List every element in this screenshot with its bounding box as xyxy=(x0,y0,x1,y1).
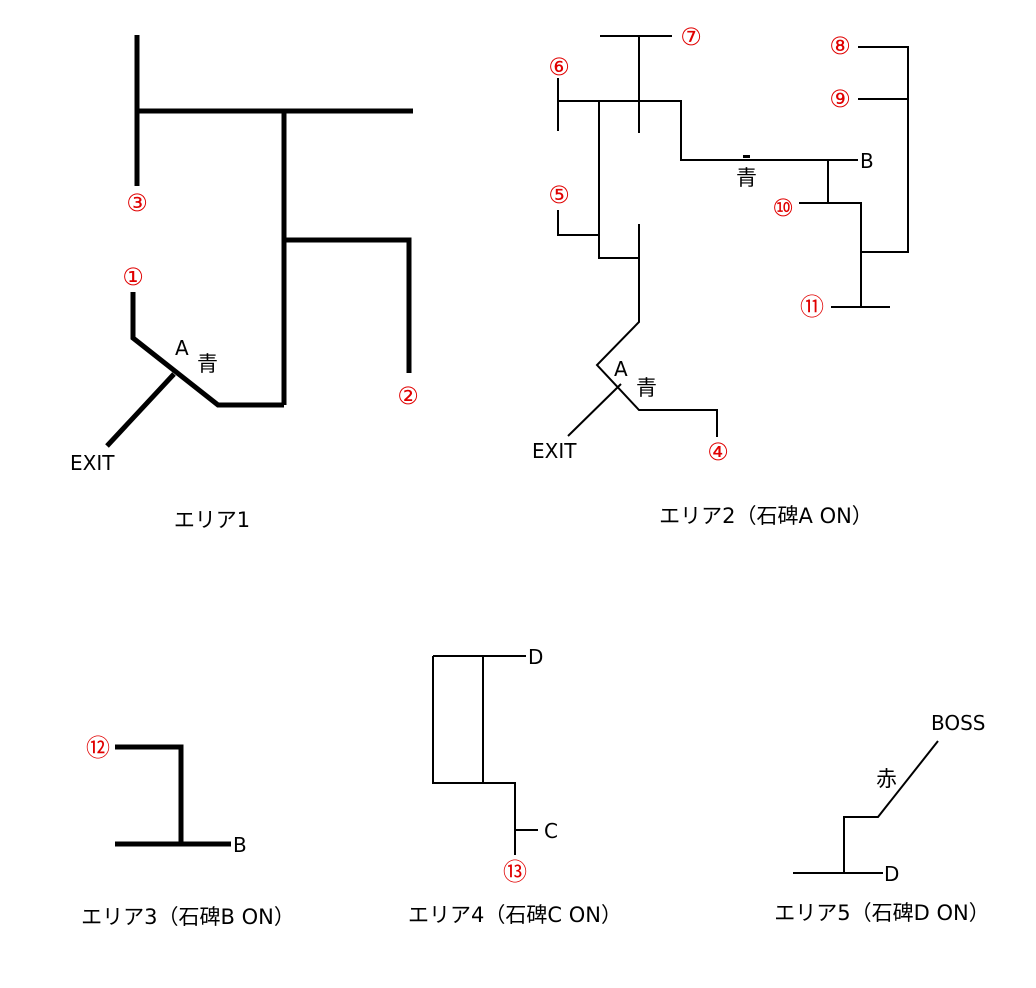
area2-caption: エリア2（石碑A ON） xyxy=(659,504,873,528)
area2-blue-b-label: 青 xyxy=(736,166,757,190)
area1-marker-3: ③ xyxy=(126,189,148,217)
area2-monument-a-label: A xyxy=(614,357,628,381)
area5-boss-label: BOSS xyxy=(931,711,986,735)
area4-corridors xyxy=(432,655,538,855)
area4-marker-13: ⑬ xyxy=(503,858,527,886)
area5-monument-d-label: D xyxy=(884,862,899,886)
area5-corridors xyxy=(793,740,939,874)
area2-marker-5: ⑤ xyxy=(548,181,570,209)
area2-marker-4: ④ xyxy=(707,438,729,466)
area2-marker-11: ⑪ xyxy=(800,293,824,321)
area2-marker-8: ⑧ xyxy=(829,32,851,60)
area2-blue-a-label: 青 xyxy=(636,376,657,400)
area2-exit-label: EXIT xyxy=(532,439,577,463)
area1-exit-label: EXIT xyxy=(70,451,115,475)
area2-monument-b-label: B xyxy=(860,149,874,173)
area-5: 赤 BOSS D エリア5（石碑D ON） xyxy=(774,711,989,925)
area2-marker-9: ⑨ xyxy=(829,85,851,113)
area1-marker-2: ② xyxy=(397,382,419,410)
area2-marker-7: ⑦ xyxy=(680,23,702,51)
area2-blue-marker xyxy=(743,155,750,158)
area1-marker-1: ① xyxy=(122,263,144,291)
area4-caption: エリア4（石碑C ON） xyxy=(408,903,622,927)
area2-marker-10: ⑩ xyxy=(772,194,794,222)
area5-caption: エリア5（石碑D ON） xyxy=(774,901,989,925)
area1-monument-a-label: A xyxy=(175,336,189,360)
area4-monument-c-label: C xyxy=(544,819,558,843)
area3-caption: エリア3（石碑B ON） xyxy=(81,905,295,929)
area1-caption: エリア1 xyxy=(174,508,250,532)
area-2: ⑦ ⑥ ⑧ ⑨ ⑤ ⑩ ⑪ ④ B 青 A 青 EXIT エリア2（石碑A ON… xyxy=(532,23,909,528)
area3-monument-b-label: B xyxy=(233,833,247,857)
area2-corridors xyxy=(557,35,909,437)
area3-marker-12: ⑫ xyxy=(86,734,110,762)
area1-corridors xyxy=(105,35,413,448)
area-1: ③ ① ② A 青 EXIT エリア1 xyxy=(70,35,419,532)
area2-marker-6: ⑥ xyxy=(548,53,570,81)
area3-corridors xyxy=(115,744,231,847)
area1-blue-label: 青 xyxy=(197,352,218,376)
area5-red-label: 赤 xyxy=(876,767,897,791)
area-4: D C ⑬ エリア4（石碑C ON） xyxy=(408,645,622,927)
area4-monument-d-label: D xyxy=(528,645,543,669)
area-3: ⑫ B エリア3（石碑B ON） xyxy=(81,734,295,929)
